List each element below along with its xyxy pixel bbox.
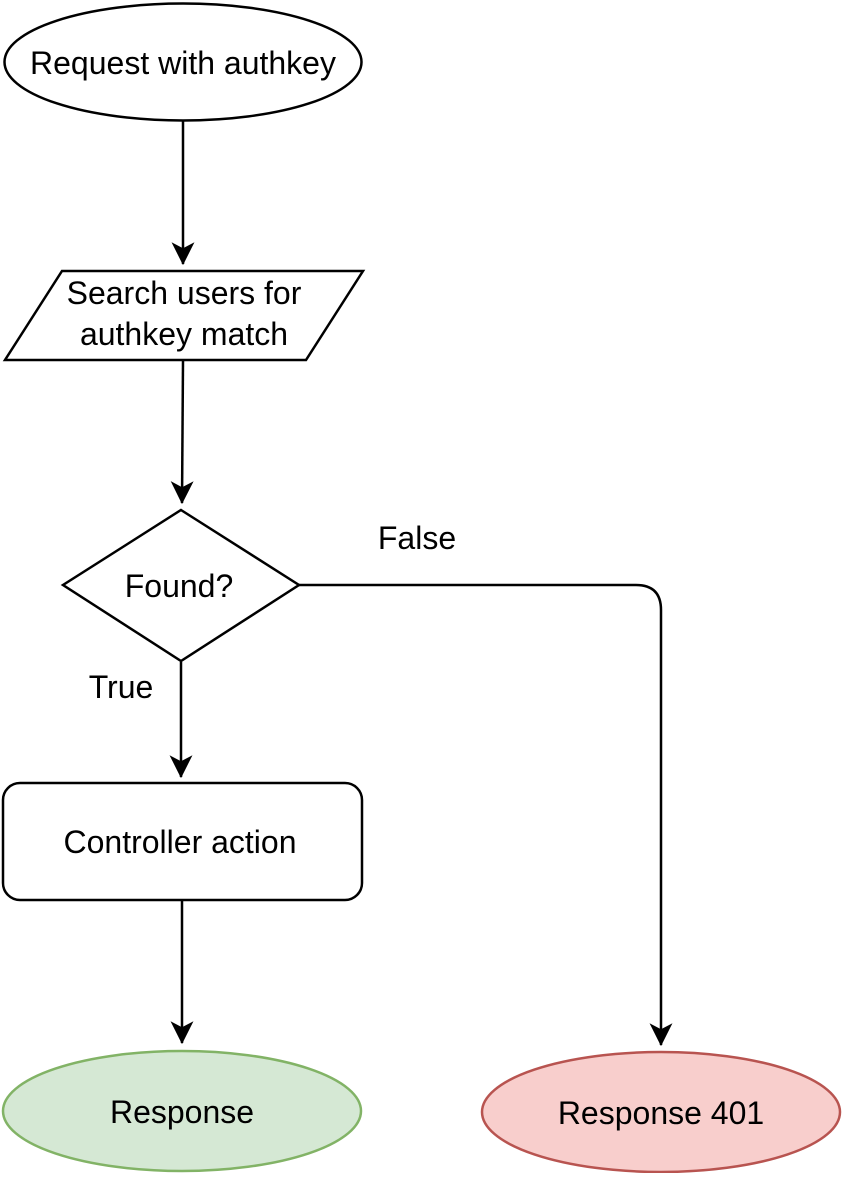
search-node-label-line1: Search users for [67, 275, 302, 311]
arrow-search-to-decision [170, 360, 194, 505]
search-node-label-line2: authkey match [80, 316, 288, 352]
response-node-label: Response [110, 1094, 254, 1130]
search-node-shape [2, 269, 366, 362]
false-edge-label: False [378, 520, 456, 556]
decision-node-label: Found? [125, 568, 234, 604]
response-node-shape [1, 1049, 363, 1173]
response-401-node-label: Response 401 [558, 1095, 764, 1131]
true-edge-label: True [89, 669, 154, 705]
decision-node-shape [60, 508, 302, 663]
response-401-node-shape [480, 1050, 842, 1174]
arrow-decision-to-response401 [299, 583, 673, 1047]
start-node-label: Request with authkey [30, 45, 336, 81]
controller-node-label: Controller action [64, 824, 297, 860]
controller-node-shape [1, 781, 364, 902]
start-node-shape [3, 2, 363, 122]
